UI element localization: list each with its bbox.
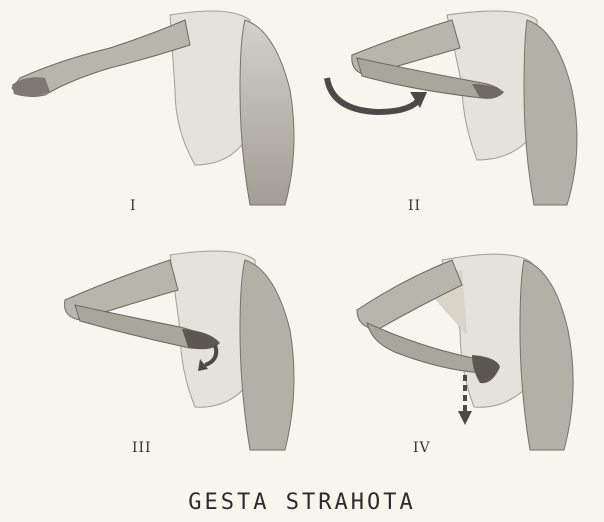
panel-numeral-2: II — [408, 198, 421, 214]
gesture-panel-2 — [302, 0, 604, 210]
arm-illustration-4 — [302, 235, 604, 460]
panel-numeral-1: I — [130, 198, 137, 214]
gesture-panel-3 — [0, 235, 302, 460]
figure-caption: GESTA STRAHOTA — [0, 490, 604, 515]
panel-numeral-3: III — [132, 440, 152, 456]
arm-illustration-2 — [302, 0, 604, 210]
panel-numeral-4: IV — [413, 440, 431, 456]
gesture-panel-1 — [0, 0, 302, 210]
arm-illustration-3 — [0, 235, 302, 460]
arrow-head — [458, 411, 472, 425]
arm-illustration-1 — [0, 0, 302, 210]
gesture-panel-4 — [302, 235, 604, 460]
